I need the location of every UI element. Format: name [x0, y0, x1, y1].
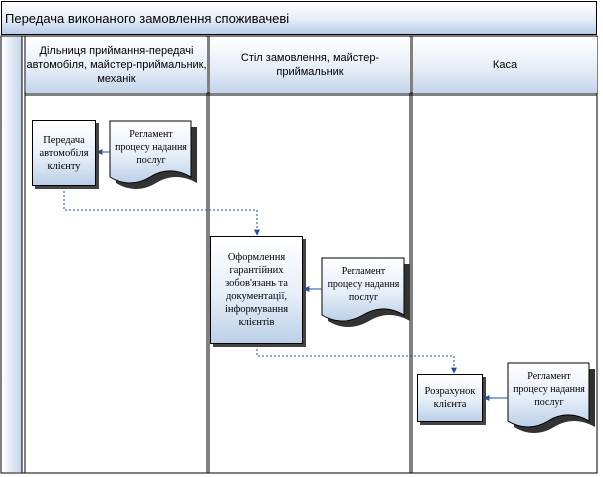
- document-text-1: Регламент процесу надання послуг: [115, 128, 187, 166]
- process-label-warranty-docs: Оформлення гарантійних зобов'язань та до…: [224, 252, 289, 328]
- lane-label-order-desk: Стіл замовлення, майстер-приймальник: [240, 52, 380, 78]
- diagram-title: Передача виконаного замовлення споживаче…: [5, 11, 290, 26]
- pool-left-strip: [2, 37, 22, 472]
- process-box-client-payment: Розрахунок клієнта: [417, 374, 483, 422]
- document-text-3: Регламент процесу надання послуг: [513, 370, 585, 408]
- flow-process1-to-process2: [63, 187, 260, 236]
- document-label-1: Регламент процесу надання послуг: [112, 127, 190, 167]
- process-box-car-handover: Передача автомобіля клієнту: [32, 120, 96, 186]
- document-shape-3: [507, 362, 595, 433]
- process-label-client-payment: Розрахунок клієнта: [424, 386, 476, 410]
- document-shape-1: [109, 120, 197, 189]
- document-label-3: Регламент процесу надання послуг: [510, 368, 588, 410]
- document-shape-2: [321, 257, 410, 327]
- lane-label-reception: Дільниця приймання-передачі автомобіля, …: [26, 45, 207, 85]
- lane-header-reception: Дільниця приймання-передачі автомобіля, …: [26, 37, 207, 93]
- lane-header-cashier: Каса: [413, 37, 597, 93]
- process-box-warranty-docs: Оформлення гарантійних зобов'язань та до…: [210, 236, 303, 344]
- pool-frame: [0, 35, 598, 474]
- flow-process2-to-process3: [256, 345, 457, 374]
- diagram-title-band: Передача виконаного замовлення споживаче…: [1, 1, 597, 35]
- lane-label-cashier: Каса: [492, 59, 518, 71]
- document-text-2: Регламент процесу надання послуг: [327, 265, 400, 303]
- document-label-2: Регламент процесу надання послуг: [324, 263, 403, 305]
- process-label-car-handover: Передача автомобіля клієнту: [39, 134, 89, 172]
- lane-header-order-desk: Стіл замовлення, майстер-приймальник: [210, 37, 410, 93]
